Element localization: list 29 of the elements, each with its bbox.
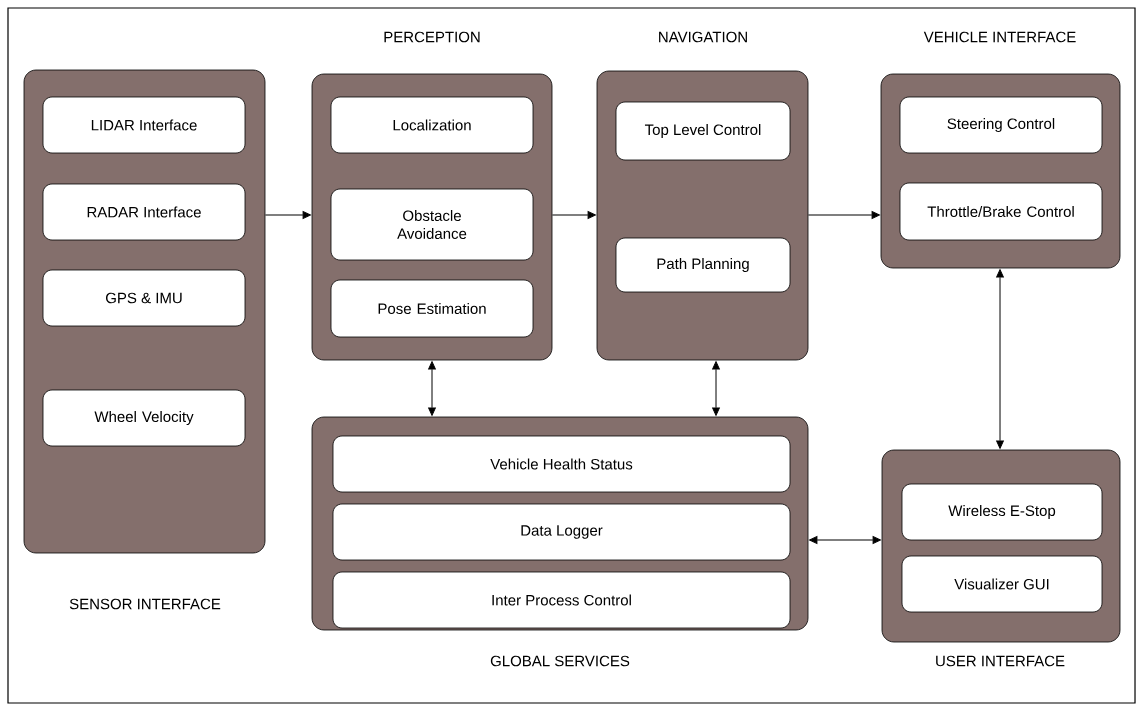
arrow [996,269,1004,449]
arrow [264,211,311,219]
process-box: Steering Control [899,96,1103,154]
process-box: Top Level Control [615,101,791,161]
group-heading: NAVIGATION [659,31,747,43]
process-box: LIDAR Interface [42,96,246,154]
arrow [807,211,880,219]
group-heading: GLOBAL SERVICES [490,655,630,667]
arrow [551,211,596,219]
process-box: Throttle/Brake Control [899,182,1103,241]
process-box: Path Planning [615,237,791,293]
arrow [428,361,436,416]
process-box: Localization [330,96,534,154]
process-box: Vehicle Health Status [332,435,791,493]
group-heading: USER INTERFACE [936,655,1065,667]
process-box: Obstacle Avoidance [330,188,534,261]
process-box: Wireless E-Stop [901,483,1103,541]
process-box: Inter Process Control [332,571,791,629]
group-heading: VEHICLE INTERFACE [923,31,1076,43]
group-heading: PERCEPTION [384,31,480,43]
arrow [712,361,720,416]
process-box: Pose Estimation [330,279,534,338]
group-heading: SENSOR INTERFACE [69,598,221,610]
arrow [809,536,881,544]
process-box: Wheel Velocity [42,389,246,447]
process-box: Visualizer GUI [901,555,1103,613]
process-box: RADAR Interface [42,183,246,241]
process-box: Data Logger [332,503,791,561]
process-box: GPS & IMU [42,269,246,327]
